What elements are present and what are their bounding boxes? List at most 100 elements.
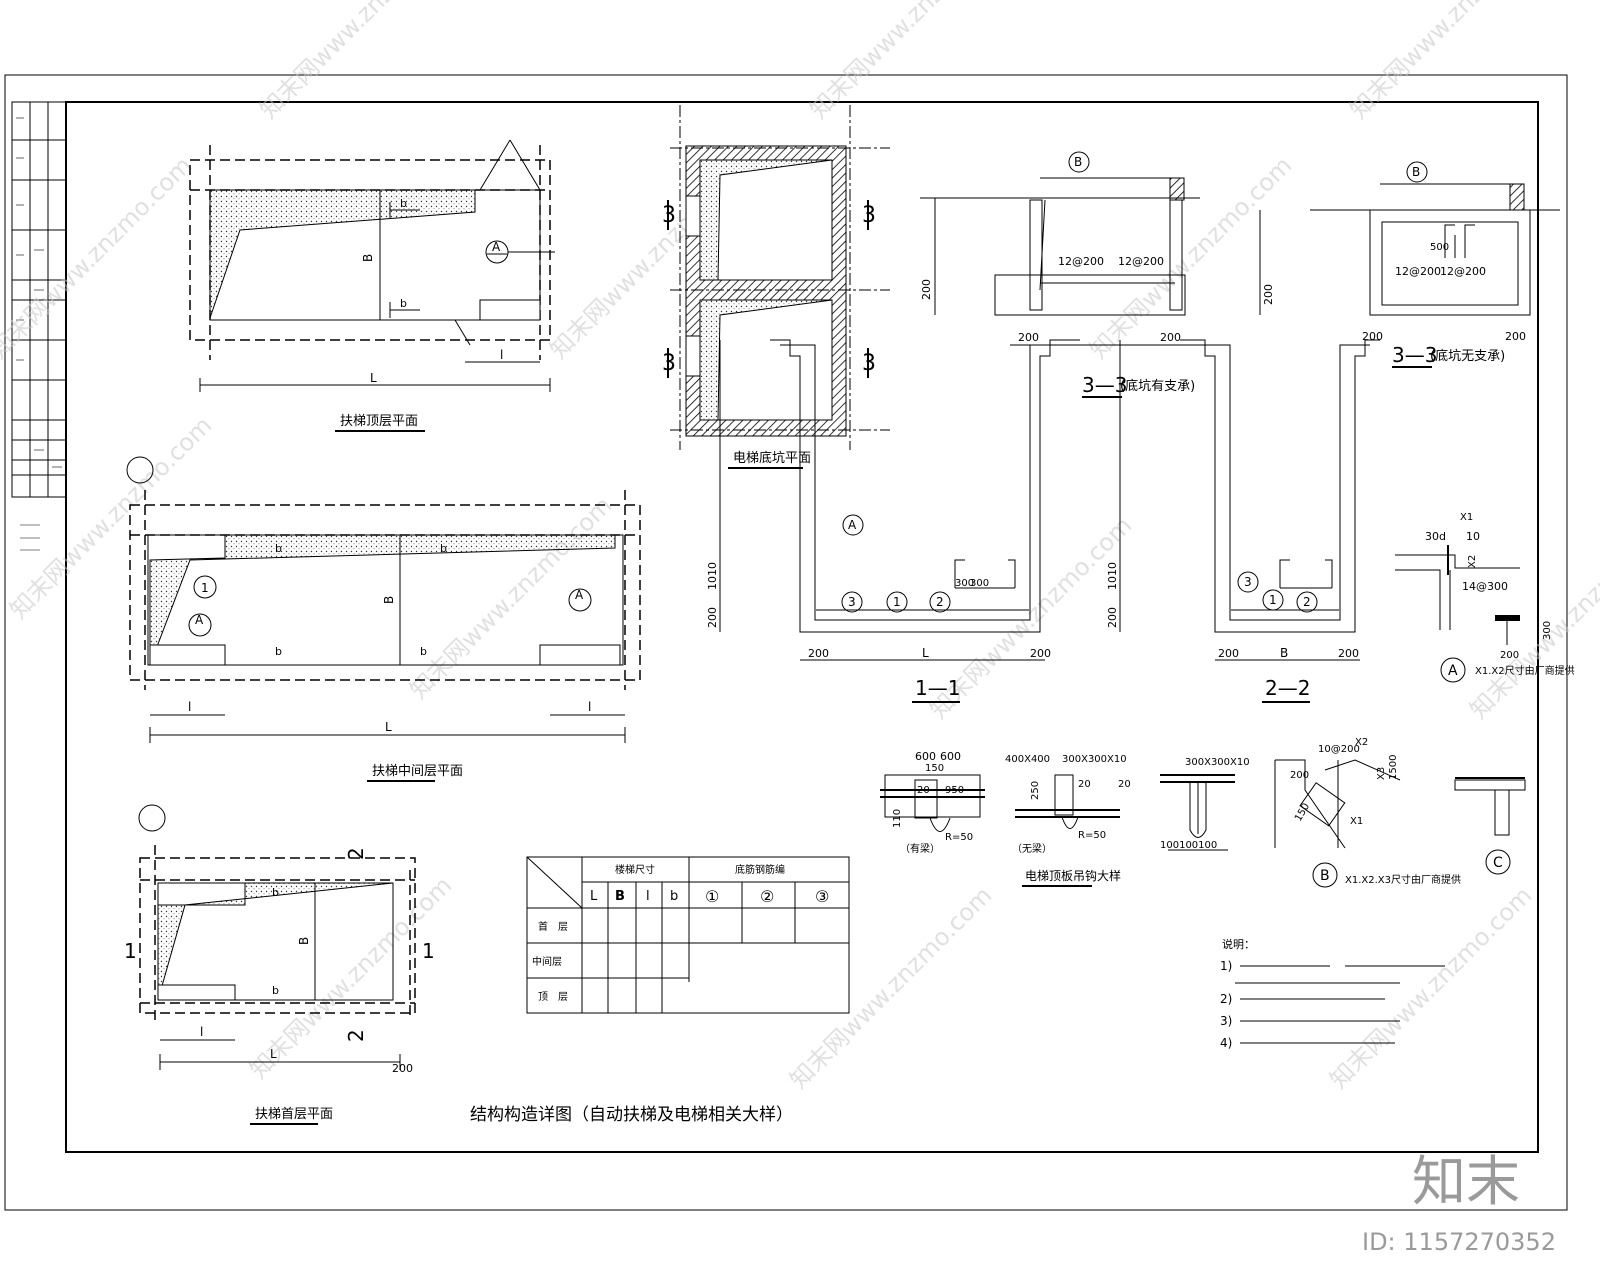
detail-callout-B xyxy=(1312,862,1338,888)
dim-300: 300 xyxy=(1542,621,1553,640)
watermark-text: 知末网www.znzmo.com xyxy=(1464,511,1600,724)
dim-200: 200 xyxy=(706,607,719,628)
plate-400x400: 400X400 xyxy=(1005,754,1050,765)
callout-B-label: B xyxy=(1074,155,1082,169)
dim-l: l xyxy=(500,348,503,362)
view-title-top-floor: 扶梯顶层平面 xyxy=(340,414,418,429)
dim-B: B xyxy=(382,596,396,604)
rebar-label: 12@200 xyxy=(1440,265,1486,278)
plate-300x300x10: 300X300X10 xyxy=(1062,754,1127,765)
plate-detail: 300X300X10 100100100 xyxy=(1160,757,1250,851)
dim-300: 300 xyxy=(970,578,989,589)
dim-b: b xyxy=(420,645,427,658)
dim-950: 950 xyxy=(945,785,964,796)
callout-1-label: 1 xyxy=(201,581,209,595)
top-floor-plan: b b B A L l 扶梯顶层平面 xyxy=(189,139,555,432)
dim-B: B xyxy=(361,254,375,262)
detail-callout-1 xyxy=(193,575,217,599)
dim-200: 200 xyxy=(1505,330,1526,343)
dim-110: 110 xyxy=(892,809,903,828)
brand-logo-mark: 知末 xyxy=(1412,1150,1520,1213)
dim-1010: 1010 xyxy=(706,562,719,590)
dim-250: 250 xyxy=(1030,781,1041,800)
watermark-text: 知末网www.znzmo.com xyxy=(404,491,617,704)
dim-200: 200 xyxy=(1290,770,1309,781)
dim-x3: X3 xyxy=(1376,767,1387,780)
dim-L: L xyxy=(922,646,929,660)
callout-A-label: A xyxy=(1448,663,1458,679)
callout-1-label: 1 xyxy=(893,595,901,609)
detail-B-caption: X1.X2.X3尺寸由厂商提供 xyxy=(1345,873,1461,886)
dim-500: 500 xyxy=(1430,242,1449,253)
table-header: L xyxy=(590,889,598,904)
dim-l: l xyxy=(200,1025,203,1039)
dim-b: b xyxy=(275,645,282,658)
dim-b: b xyxy=(400,197,407,210)
dim-10-200: 10@200 xyxy=(1318,744,1360,755)
detail-callout-A xyxy=(568,588,592,612)
sec-mark-1: 1 xyxy=(124,939,137,963)
dim-600: 600 xyxy=(940,750,961,763)
dim-200: 200 xyxy=(1338,647,1359,660)
rebar-schedule-table: 楼梯尺寸 底筋钢筋编 L B l b ① ② ③ 首 层 中间层 顶 层 xyxy=(526,856,850,1014)
detail-callout-A xyxy=(842,514,864,536)
image-id-label: ID: 1157270352 xyxy=(1362,1228,1556,1256)
detail-callout-A xyxy=(188,613,212,637)
dim-20: 20 xyxy=(1078,779,1091,790)
callout-C-label: C xyxy=(1493,855,1503,871)
sec-2-2-title: 2—2 xyxy=(1265,676,1310,700)
dim-100x3: 100100100 xyxy=(1160,840,1217,851)
ground-floor-plan: b b B 1 1 2 2 L 200 l 扶梯首层平面 xyxy=(124,804,435,1125)
callout-3-label: 3 xyxy=(1244,575,1252,589)
table-col-group: 底筋钢筋编 xyxy=(735,863,785,876)
detail-A: 30d 10 X1 X2 14@300 200 300 A X1.X2尺寸由厂商… xyxy=(1395,512,1575,683)
dim-b: b xyxy=(272,984,279,997)
detail-B: 10@200 200 150 X2 X3 1500 X1 B X1.X2.X3尺… xyxy=(1274,737,1461,888)
detail-callout-3 xyxy=(841,591,863,613)
dim-300: 300 xyxy=(955,578,974,589)
callout-2-label: 2 xyxy=(1303,595,1311,609)
hook-detail-title: 电梯顶板吊钩大样 xyxy=(1025,868,1121,883)
section-1-1: A 3 1 2 300 300 1010 200 200 L 200 1—1 xyxy=(706,339,1080,703)
outer-border xyxy=(4,74,1568,1211)
detail-callout-circle xyxy=(138,804,166,832)
dim-30d: 30d xyxy=(1425,530,1446,543)
dim-b: b xyxy=(275,542,282,555)
view-title-ground-floor: 扶梯首层平面 xyxy=(255,1107,333,1122)
detail-callout-1 xyxy=(886,591,908,613)
dim-1010: 1010 xyxy=(1106,562,1119,590)
dim-b: b xyxy=(400,297,407,310)
table-header: ② xyxy=(760,887,774,906)
notes-heading: 说明： xyxy=(1222,937,1255,951)
side-title-block xyxy=(11,101,67,551)
note-item: 1) xyxy=(1220,959,1232,973)
view-title-pit: 电梯底坑平面 xyxy=(733,450,811,466)
dim-200: 200 xyxy=(808,647,829,660)
watermark-text: 知末网www.znzmo.com xyxy=(1084,151,1297,364)
callout-2-label: 2 xyxy=(936,595,944,609)
dim-B: B xyxy=(297,937,311,945)
watermark-text: 知末网www.znzmo.com xyxy=(1324,881,1537,1094)
detail-callout-2 xyxy=(1296,591,1318,613)
watermark-text: 知末网www.znzmo.com xyxy=(804,0,1017,124)
sec-mark-1: 1 xyxy=(422,939,435,963)
section-3-3-unsupported: B 500 12@200 12@200 200 200 200 3—3 (底坑无… xyxy=(1259,161,1560,368)
dim-b: b xyxy=(272,886,279,899)
table-row-label: 首 层 xyxy=(538,920,568,933)
dim-200: 200 xyxy=(1030,647,1051,660)
view-title-mid-floor: 扶梯中间层平面 xyxy=(372,764,463,779)
detail-callout-B xyxy=(1068,151,1090,173)
detail-callout-1 xyxy=(1262,589,1284,611)
hook-with-beam: （有梁） xyxy=(900,842,940,855)
callout-3-label: 3 xyxy=(848,595,856,609)
rebar-label: 12@200 xyxy=(1058,255,1104,268)
table-header: l xyxy=(646,889,650,904)
table-header: B xyxy=(615,889,625,904)
hook-detail-with-beam: 600 600 150 20 950 110 R=50 （有梁） xyxy=(880,750,985,855)
table-header: b xyxy=(670,889,678,904)
watermark-text: 知末网www.znzmo.com xyxy=(254,0,467,124)
sec-3-3-note: (底坑有支承) xyxy=(1120,378,1195,394)
hook-detail-no-beam: 400X400 300X300X10 250 20 20 R=50 （无梁） 电… xyxy=(1005,754,1131,887)
dim-x2: X2 xyxy=(1355,737,1368,748)
dim-200: 200 xyxy=(392,1062,413,1075)
